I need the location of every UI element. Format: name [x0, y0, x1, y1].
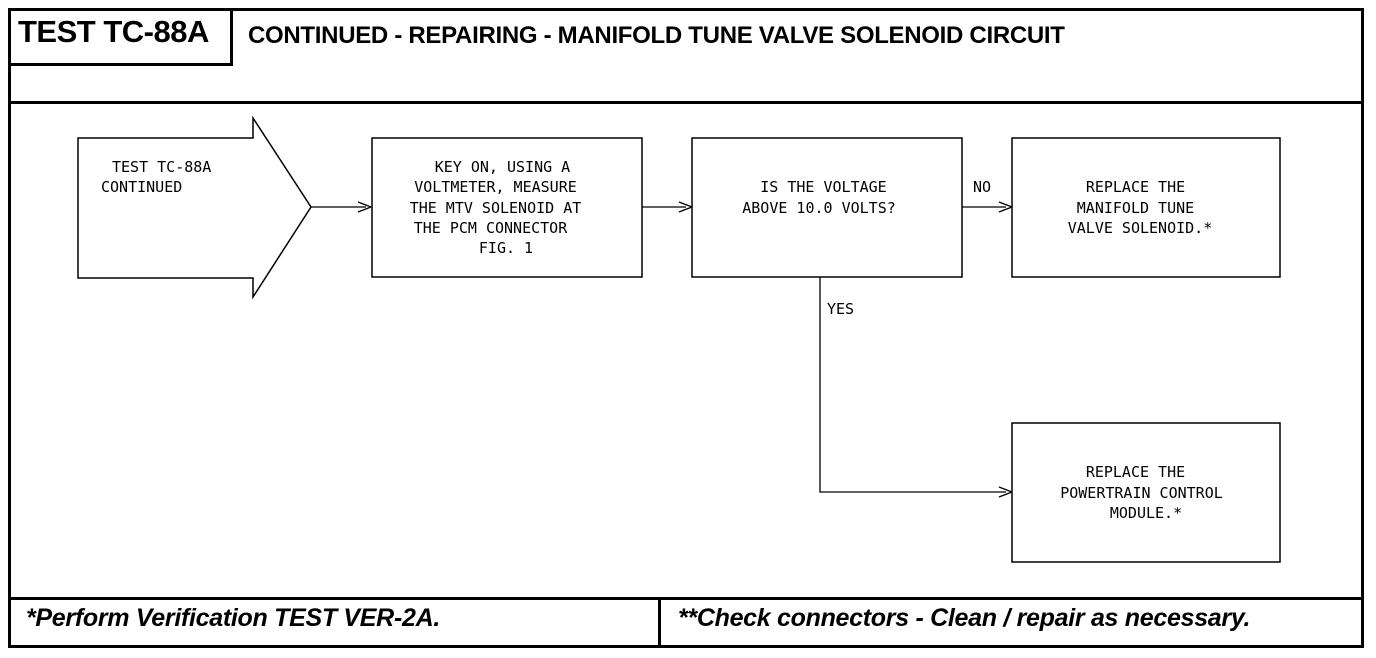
- no-result-box: [1011, 137, 1281, 278]
- yes-result-line-3: MODULE.*: [1110, 504, 1182, 522]
- decision-text: IS THE VOLTAGE ABOVE 10.0 VOLTS?: [742, 178, 896, 217]
- header-divider: [8, 101, 1364, 104]
- yes-result-line-1: REPLACE THE: [1086, 463, 1185, 481]
- start-text: TEST TC-88A CONTINUED: [101, 158, 220, 196]
- footer-divider: [8, 597, 1364, 600]
- no-result-text: REPLACE THE MANIFOLD TUNE VALVE SOLENOID…: [1068, 178, 1213, 237]
- step1-line-5: FIG. 1: [479, 239, 533, 257]
- start-line-1: TEST TC-88A: [112, 158, 211, 176]
- decision-line-2: ABOVE 10.0 VOLTS?: [742, 199, 896, 217]
- footer-note-right: **Check connectors - Clean / repair as n…: [678, 604, 1251, 632]
- page-frame: [8, 8, 1364, 648]
- no-label: NO: [973, 178, 991, 196]
- test-id: TEST TC-88A: [18, 14, 209, 49]
- arrowhead-icon: [357, 201, 373, 213]
- yes-result-box: [1011, 422, 1281, 563]
- step1-text: KEY ON, USING A VOLTMETER, MEASURE THE M…: [410, 158, 591, 257]
- connector-yes: [819, 277, 1006, 493]
- start-line-2: CONTINUED: [101, 178, 182, 196]
- yes-result-line-2: POWERTRAIN CONTROL: [1060, 484, 1223, 502]
- step1-line-4: THE PCM CONNECTOR: [414, 219, 568, 237]
- step1-line-3: THE MTV SOLENOID AT: [410, 199, 582, 217]
- start-arrow-shape: [77, 115, 312, 300]
- no-result-line-1: REPLACE THE: [1086, 178, 1185, 196]
- footer-note-left: *Perform Verification TEST VER-2A.: [26, 604, 440, 632]
- page-title: CONTINUED - REPAIRING - MANIFOLD TUNE VA…: [248, 22, 1065, 49]
- yes-result-text: REPLACE THE POWERTRAIN CONTROL MODULE.*: [1060, 463, 1232, 522]
- no-result-line-3: VALVE SOLENOID.*: [1068, 219, 1213, 237]
- footer-separator: [658, 597, 661, 648]
- decision-box: [691, 137, 963, 278]
- no-result-line-2: MANIFOLD TUNE: [1077, 199, 1194, 217]
- step1-line-2: VOLTMETER, MEASURE: [414, 178, 577, 196]
- decision-line-1: IS THE VOLTAGE: [760, 178, 886, 196]
- step1-line-1: KEY ON, USING A: [435, 158, 570, 176]
- yes-label: YES: [827, 300, 854, 318]
- step1-box: [371, 137, 643, 278]
- test-id-box: [8, 8, 233, 66]
